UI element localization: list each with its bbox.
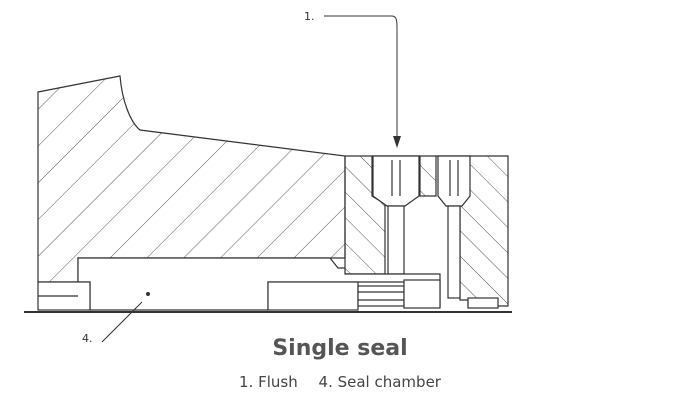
diagram-title: Single seal <box>272 336 408 361</box>
legend-item-flush: 1. Flush <box>239 373 298 391</box>
callout-1-arrowhead <box>393 136 401 148</box>
callout-1-leader <box>324 15 398 140</box>
flush-port-left <box>372 155 420 275</box>
flush-port-right <box>437 155 471 299</box>
callout-4-label: 4. <box>82 332 93 345</box>
callout-1-label: 1. <box>304 10 315 23</box>
callout-4-dot <box>146 292 150 296</box>
callout-4-leader <box>101 301 143 343</box>
seal-chamber <box>37 257 499 311</box>
diagram-legend: 1. Flush 4. Seal chamber <box>0 373 680 391</box>
legend-item-seal-chamber: 4. Seal chamber <box>318 373 441 391</box>
housing-body <box>37 75 346 283</box>
